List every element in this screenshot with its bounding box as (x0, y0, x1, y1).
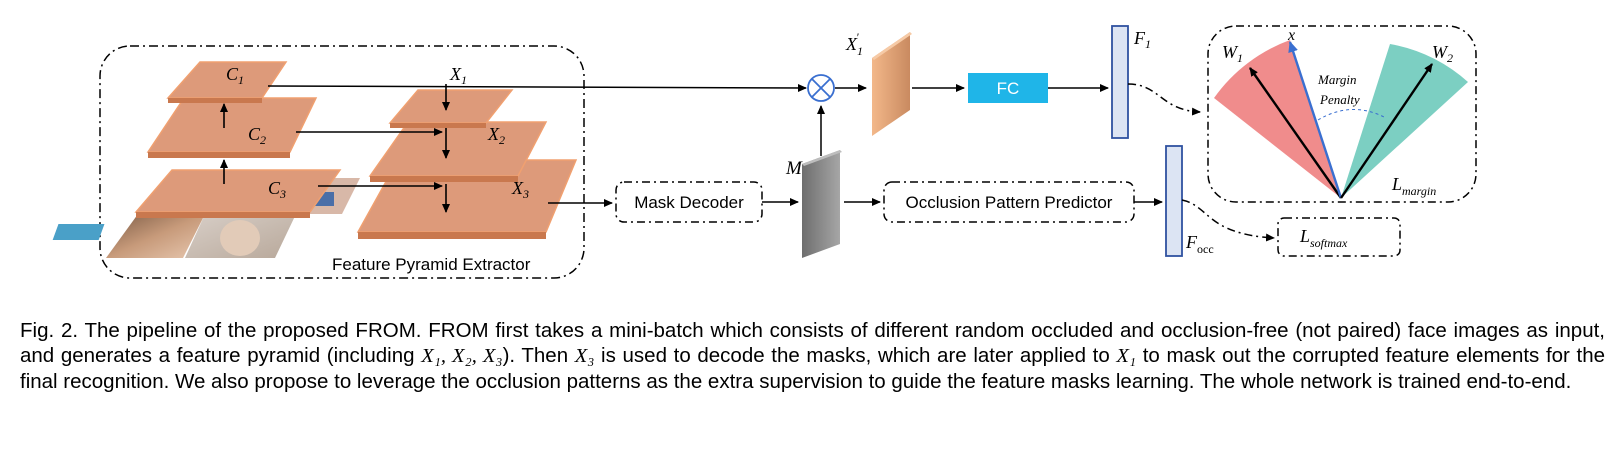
feature-pyramid-box (99, 45, 585, 279)
x-pyramid (356, 84, 578, 239)
f1-feature-bar (1111, 25, 1129, 139)
label-f1: F1 (1133, 28, 1151, 51)
caption-math-x1: X₁ (1116, 345, 1137, 367)
softmax-loss-box: Lsoftmax (1277, 217, 1401, 257)
label-c3: C3 (268, 178, 286, 201)
label-w1: W1 (1222, 42, 1243, 65)
mask-decoder-label: Mask Decoder (634, 193, 744, 212)
label-focc: Focc (1185, 232, 1214, 256)
label-l-softmax: Lsoftmax (1299, 226, 1348, 250)
label-c2: C2 (248, 124, 266, 147)
feature-pyramid-label: Feature Pyramid Extractor (332, 255, 531, 274)
mask-m-block (802, 150, 842, 258)
fc-label: FC (997, 79, 1020, 98)
label-x3: X3 (511, 178, 529, 201)
margin-diagram (1214, 40, 1468, 199)
label-margin: Margin (1317, 72, 1357, 87)
label-penalty: Penalty (1319, 92, 1360, 107)
x1-prime-block (872, 32, 912, 136)
occlusion-predictor-label: Occlusion Pattern Predictor (906, 193, 1113, 212)
label-w2: W2 (1432, 42, 1453, 65)
mask-decoder-box: Mask Decoder (615, 181, 763, 223)
fc-block (968, 73, 1048, 103)
focc-feature-bar (1165, 145, 1183, 257)
label-x2: X2 (487, 124, 505, 147)
label-x1: X1 (449, 64, 467, 87)
c-pyramid (134, 61, 342, 218)
label-m: M (785, 158, 803, 179)
occlusion-predictor-box: Occlusion Pattern Predictor (883, 181, 1135, 223)
margin-loss-box (1207, 25, 1477, 203)
label-l-margin: Lmargin (1391, 174, 1436, 198)
label-c1: C1 (226, 64, 244, 87)
label-x1-prime: X1' (845, 30, 863, 58)
label-x-vector: x (1287, 27, 1295, 44)
focc-to-softmax-dashed-arrow (1181, 199, 1275, 242)
pipeline-figure: Feature Pyramid Extractor (52, 25, 1477, 279)
multiply-operator (807, 74, 835, 102)
caption-paragraph: Fig. 2. The pipeline of the proposed FRO… (20, 319, 1606, 393)
x1-to-multiply-arrow (267, 83, 807, 92)
f1-to-margin-dashed-arrow (1127, 83, 1201, 116)
caption-math-x3: X₃ (574, 345, 595, 367)
figure-caption: Fig. 2. The pipeline of the proposed FRO… (20, 318, 1605, 394)
caption-math-x123: X₁, X₂, X₃ (421, 345, 503, 367)
